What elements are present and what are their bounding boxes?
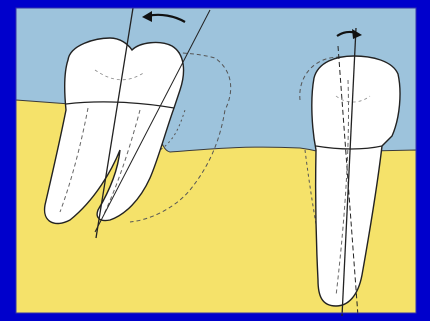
illustration-panel — [16, 8, 416, 316]
